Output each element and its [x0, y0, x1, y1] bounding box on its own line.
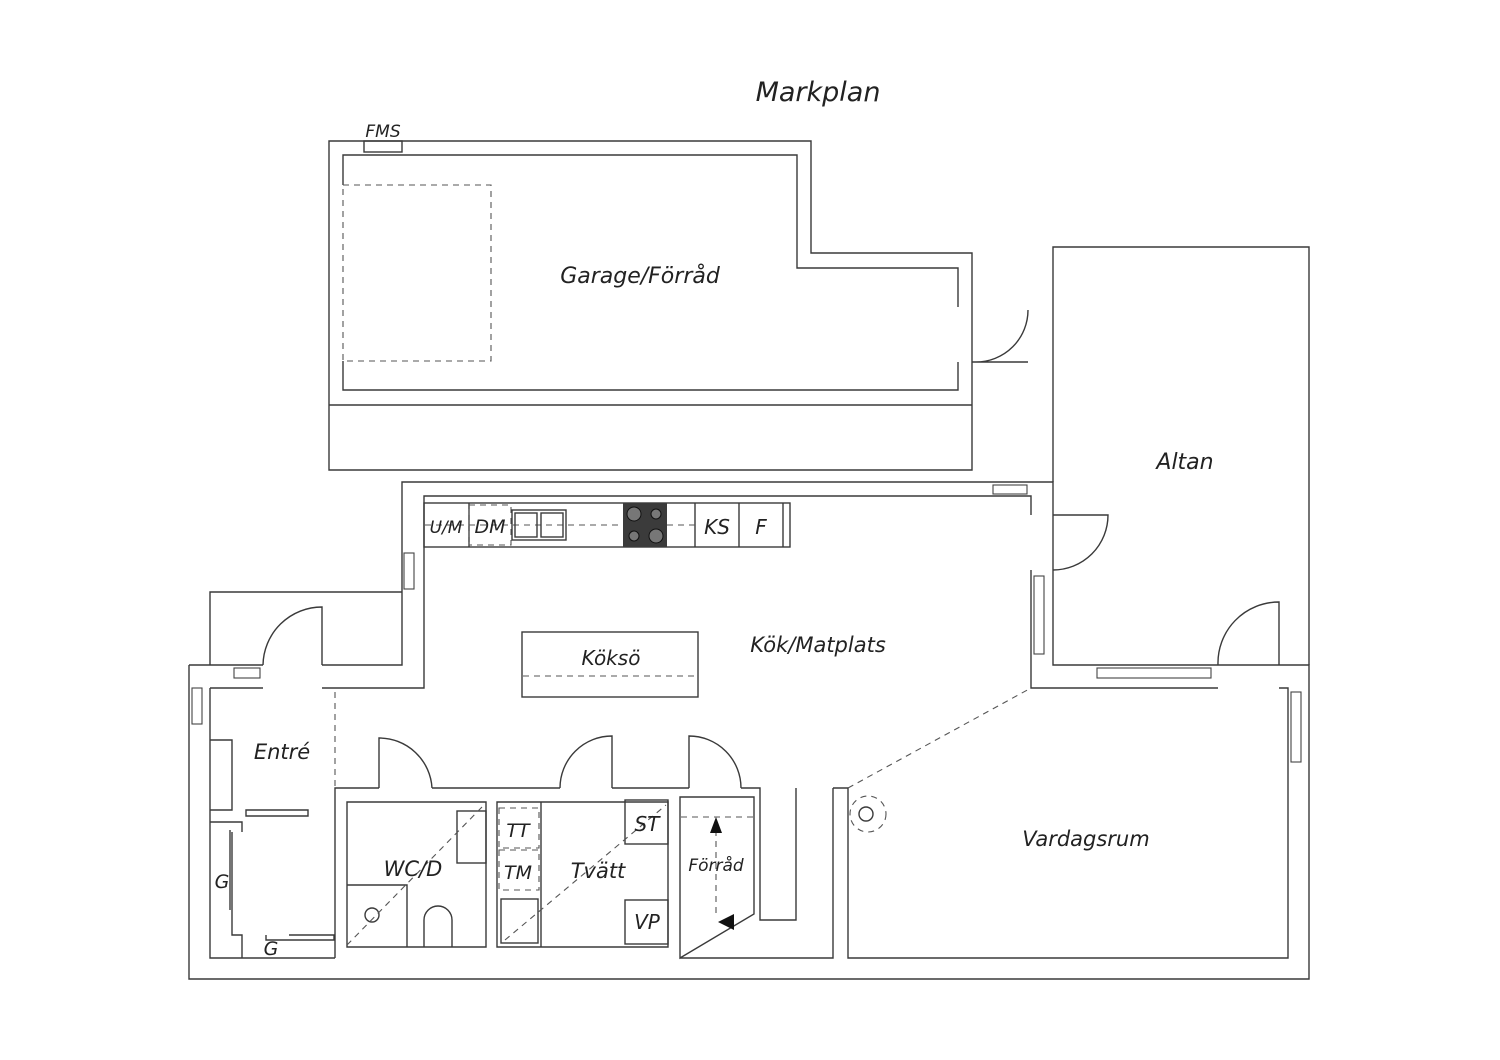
- wc-door: [378, 737, 433, 789]
- room-wc: WC/D: [384, 857, 443, 881]
- room-kitchen: Kök/Matplats: [750, 633, 886, 657]
- label-vp: VP: [634, 910, 661, 934]
- room-laundry: Tvätt: [571, 859, 626, 883]
- fms-box: [363, 140, 403, 153]
- storage-door: [688, 735, 742, 789]
- label-g2: G: [264, 938, 279, 960]
- label-ks: KS: [704, 515, 730, 539]
- kitchen-island: [521, 631, 699, 698]
- label-g1: G: [215, 871, 230, 893]
- sink: [511, 509, 567, 541]
- room-garage: Garage/Förråd: [560, 263, 721, 289]
- altan-outline: [1052, 246, 1310, 665]
- plan-title: Markplan: [756, 77, 881, 108]
- car-outline: [342, 184, 492, 362]
- altan-door: [1052, 514, 1109, 571]
- label-tt: TT: [506, 820, 531, 842]
- doors: [262, 514, 1280, 789]
- kitchen-counter: [423, 502, 791, 548]
- room-entry: Entré: [254, 740, 310, 764]
- room-living: Vardagsrum: [1022, 827, 1149, 851]
- wc-fixtures: [346, 801, 487, 948]
- label-tm: TM: [504, 862, 532, 884]
- garage-door: [972, 309, 1029, 363]
- label-st: ST: [635, 812, 662, 836]
- room-altan: Altan: [1154, 450, 1213, 475]
- stove-fireplace: [849, 795, 887, 833]
- living-door: [1217, 601, 1280, 666]
- laundry-door: [559, 735, 613, 789]
- label-f: F: [755, 515, 767, 539]
- windows: [191, 484, 1302, 763]
- house-walls: [188, 481, 1310, 980]
- room-island: Köksö: [582, 646, 641, 670]
- storage-walls: [679, 788, 834, 960]
- label-um: U/M: [430, 518, 463, 538]
- fms-label: FMS: [365, 122, 400, 142]
- label-dm: DM: [474, 516, 505, 538]
- entry-door: [262, 606, 323, 666]
- laundry-fixtures: [496, 799, 669, 948]
- garage-walls: [328, 140, 1029, 471]
- room-storage: Förråd: [688, 855, 744, 876]
